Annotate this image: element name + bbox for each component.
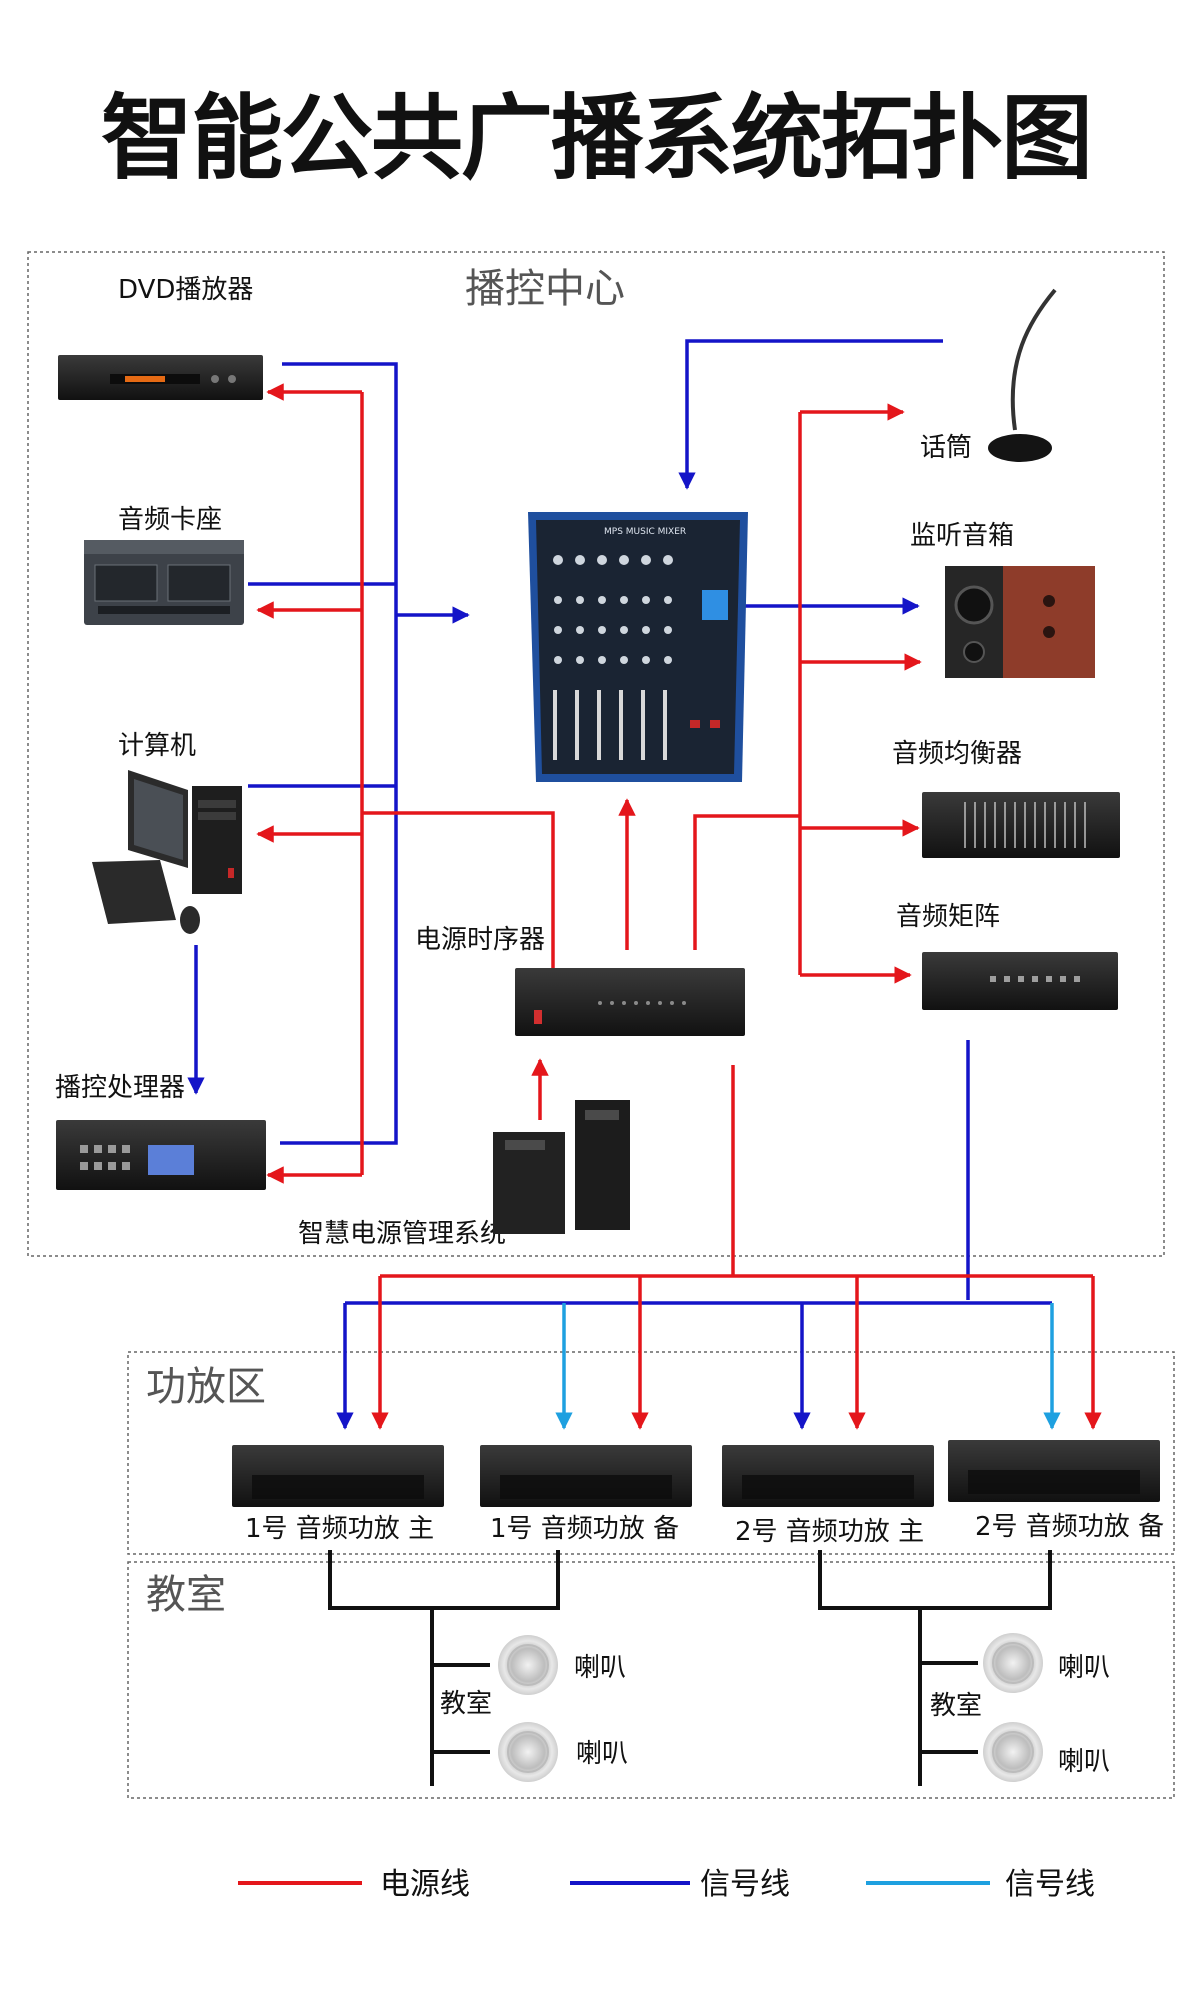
power-sequencer: [515, 968, 745, 1036]
amp-zone-frame: [127, 1351, 1175, 1555]
amp-label: 2号 音频功放 备: [975, 1512, 1164, 1542]
speaker-label: 喇叭: [576, 1739, 628, 1769]
speaker-label: 喇叭: [1058, 1653, 1110, 1683]
sequencer-label: 电源时序器: [415, 925, 545, 955]
signal-lines-light: [555, 1303, 1061, 1430]
classroom-label: 教室: [930, 1691, 982, 1721]
classroom-zone-label: 教室: [146, 1572, 226, 1618]
control-center-label: 播控中心: [465, 266, 625, 312]
ceiling-speaker: [498, 1635, 558, 1695]
microphone: [988, 288, 1057, 462]
legend-label: 信号线: [700, 1867, 790, 1902]
computer: [92, 770, 242, 934]
amp-zone-label: 功放区: [146, 1364, 266, 1410]
processor-label: 播控处理器: [55, 1073, 185, 1103]
legend-label: 电源线: [380, 1867, 470, 1902]
audio-equalizer: [922, 792, 1120, 858]
mixer-brand: MPS MUSIC MIXER: [604, 527, 686, 537]
speaker-label: 喇叭: [1058, 1747, 1110, 1777]
equalizer-label: 音频均衡器: [892, 739, 1022, 769]
microphone-label: 话筒: [920, 433, 972, 463]
cassette-label: 音频卡座: [118, 505, 222, 535]
amp-label: 2号 音频功放 主: [735, 1517, 924, 1547]
speaker-label: 喇叭: [574, 1653, 626, 1683]
broadcast-processor: [56, 1120, 266, 1190]
amp-2-backup: [948, 1440, 1160, 1502]
legend-label: 信号线: [1005, 1867, 1095, 1902]
power-management-system: [493, 1100, 630, 1234]
amp-1-main: [232, 1445, 444, 1507]
classroom-wiring: [328, 1550, 1052, 1786]
power-lines: [256, 383, 1102, 1430]
amp-label: 1号 音频功放 主: [245, 1514, 434, 1544]
signal-lines: [187, 339, 1052, 1430]
power-mgmt-label: 智慧电源管理系统: [298, 1219, 506, 1249]
legend: 电源线 信号线 信号线: [238, 1867, 1095, 1902]
classroom-label: 教室: [440, 1689, 492, 1719]
ceiling-speaker: [498, 1722, 558, 1782]
dvd-player: [58, 355, 263, 400]
monitor-speakers: [945, 566, 1095, 678]
audio-mixer: MPS MUSIC MIXER: [528, 512, 748, 782]
audio-matrix: [922, 952, 1118, 1010]
control-center-frame: [27, 251, 1165, 1257]
ceiling-speaker: [983, 1722, 1043, 1782]
page-title: 智能公共广播系统拓扑图: [101, 85, 1091, 192]
classroom-zone-frame: [127, 1561, 1175, 1799]
amp-label: 1号 音频功放 备: [490, 1514, 679, 1544]
dvd-label: DVD播放器: [118, 275, 253, 305]
computer-label: 计算机: [118, 731, 196, 761]
amp-2-main: [722, 1445, 934, 1507]
monitor-label: 监听音箱: [910, 521, 1014, 551]
ceiling-speaker: [983, 1633, 1043, 1693]
cassette-deck: [84, 540, 244, 625]
amp-1-backup: [480, 1445, 692, 1507]
matrix-label: 音频矩阵: [896, 902, 1000, 932]
